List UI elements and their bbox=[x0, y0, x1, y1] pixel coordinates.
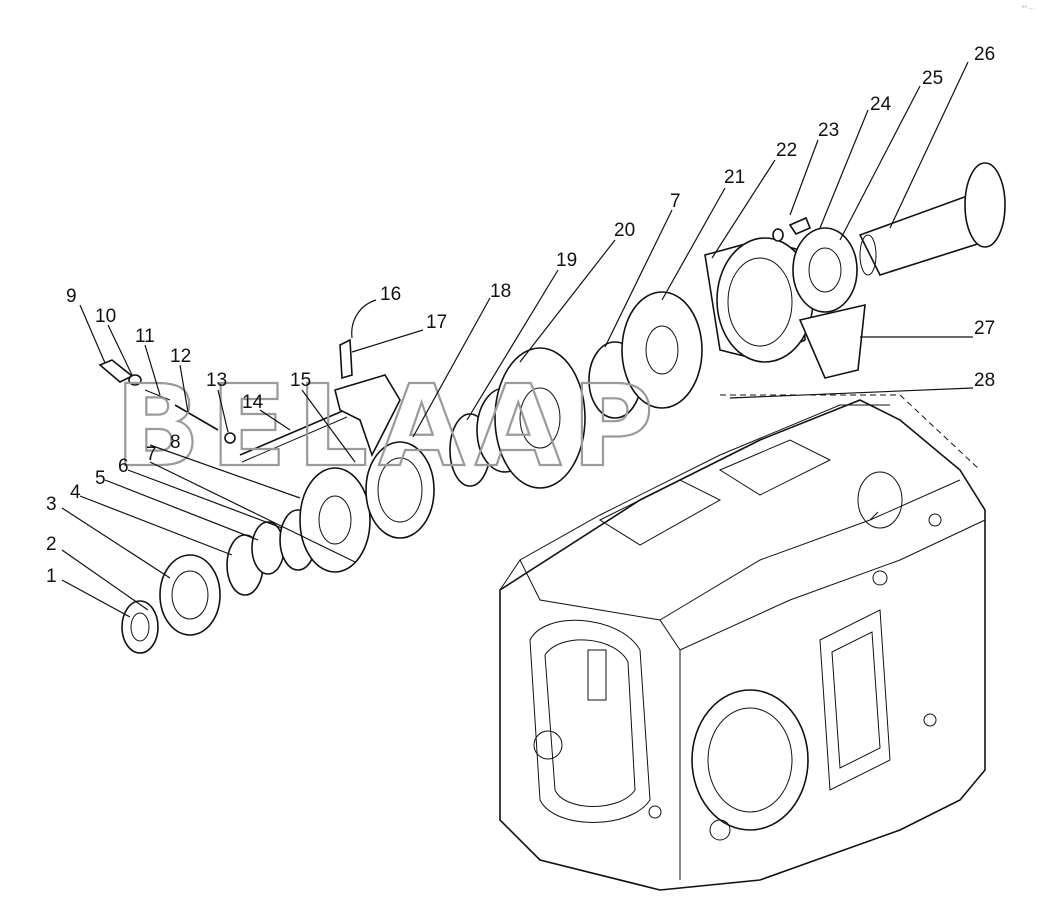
callout-7b: 7 bbox=[670, 191, 681, 212]
callout-9: 9 bbox=[66, 286, 77, 307]
callout-12: 12 bbox=[170, 346, 191, 367]
callout-18: 18 bbox=[490, 281, 511, 302]
callout-11: 11 bbox=[135, 326, 155, 347]
callout-labels: 1 2 3 4 5 6 7 8 9 10 11 12 13 14 15 16 1… bbox=[46, 44, 995, 587]
left-shaft-parts bbox=[121, 441, 435, 654]
callout-24: 24 bbox=[870, 94, 892, 115]
callout-4: 4 bbox=[70, 482, 81, 503]
callout-28: 28 bbox=[974, 370, 995, 391]
callout-16: 16 bbox=[380, 284, 401, 305]
shift-fork-and-rod bbox=[98, 338, 401, 463]
callout-15: 15 bbox=[290, 370, 311, 391]
callout-19: 19 bbox=[556, 250, 577, 271]
callout-8: 8 bbox=[170, 432, 181, 453]
gearbox-housing bbox=[499, 394, 986, 891]
callout-7: 7 bbox=[146, 444, 157, 465]
right-housing-shaft bbox=[704, 162, 1006, 379]
callout-21: 21 bbox=[724, 167, 745, 188]
callout-23: 23 bbox=[818, 120, 839, 141]
callout-26: 26 bbox=[974, 44, 995, 65]
callout-5: 5 bbox=[95, 468, 106, 489]
callout-22: 22 bbox=[776, 140, 797, 161]
callout-27: 27 bbox=[974, 318, 995, 339]
watermark-text: BELAAP bbox=[115, 362, 664, 492]
callout-25: 25 bbox=[922, 68, 943, 89]
corner-mark: °° ··· bbox=[1022, 6, 1034, 12]
callout-10: 10 bbox=[95, 306, 116, 327]
callout-1: 1 bbox=[46, 566, 57, 587]
callout-6: 6 bbox=[118, 456, 129, 477]
callout-13: 13 bbox=[206, 370, 227, 391]
callout-17: 17 bbox=[426, 312, 447, 333]
callout-14: 14 bbox=[242, 392, 264, 413]
callout-20: 20 bbox=[614, 220, 635, 241]
callout-3: 3 bbox=[46, 494, 57, 515]
leader-lines bbox=[61, 61, 974, 618]
middle-gear-cluster bbox=[449, 291, 703, 489]
callout-2: 2 bbox=[46, 534, 57, 555]
